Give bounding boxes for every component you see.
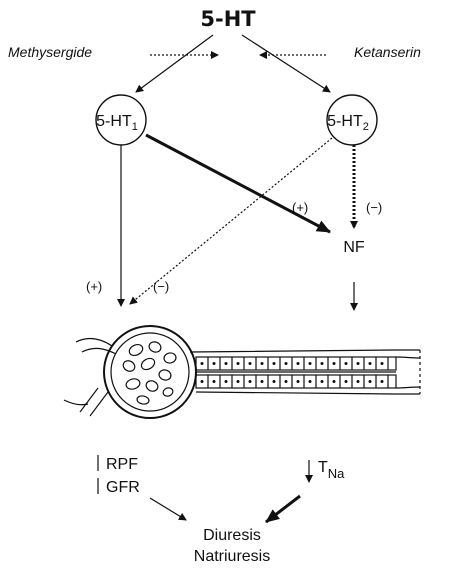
arrow-5ht-to-5ht1 — [136, 35, 213, 92]
nf-label: NF — [343, 239, 365, 256]
tubule-cell-nucleus — [333, 363, 335, 365]
tubule-cell-nucleus — [345, 381, 347, 383]
antagonist-methysergide: Methysergide — [8, 44, 92, 60]
tubule-cell-nucleus — [273, 363, 275, 365]
tubule-cell-nucleus — [345, 363, 347, 365]
tubule-cell-nucleus — [225, 381, 227, 383]
arrow-gfr-to-outcome — [150, 498, 186, 520]
tubule-cell-nucleus — [333, 381, 335, 383]
tubule-cell-nucleus — [213, 363, 215, 365]
arrow-5ht-to-5ht2 — [242, 35, 330, 92]
tubule-cell-nucleus — [249, 363, 251, 365]
tubule-cell-nucleus — [237, 363, 239, 365]
tubule-cell-nucleus — [237, 381, 239, 383]
tubule-cell-nucleus — [201, 381, 203, 383]
outcome-diuresis: Diuresis — [203, 527, 261, 544]
top-node-5ht: 5-HT — [200, 7, 256, 31]
tubule-cell-nucleus — [249, 381, 251, 383]
tubule-cell-nucleus — [321, 381, 323, 383]
tubule-cell-nucleus — [297, 381, 299, 383]
tubule-cell-nucleus — [273, 381, 275, 383]
sign-5ht1-to-nf: (+) — [292, 200, 308, 215]
tubule-cell-nucleus — [261, 381, 263, 383]
arrow-tna-to-outcome — [266, 496, 300, 522]
tubule-cell-nucleus — [369, 363, 371, 365]
tubule-cell-nucleus — [381, 381, 383, 383]
tubule-cell-nucleus — [321, 363, 323, 365]
antagonist-ketanserin: Ketanserin — [354, 44, 421, 60]
tubule-cell-nucleus — [381, 363, 383, 365]
tubule-cell-nucleus — [201, 363, 203, 365]
sign-left-minus: (−) — [153, 279, 169, 294]
gfr-label: GFR — [106, 479, 140, 496]
rpf-label: RPF — [106, 456, 138, 473]
tubule-cell-nucleus — [261, 363, 263, 365]
sign-left-plus: (+) — [86, 279, 102, 294]
nephron-illustration — [64, 326, 420, 418]
tubule-cell-nucleus — [309, 363, 311, 365]
receptor-5ht2-label: 5-HT2 — [327, 113, 369, 133]
tubule-cell-nucleus — [297, 363, 299, 365]
tubule-cell-nucleus — [357, 363, 359, 365]
tubule-cell-nucleus — [357, 381, 359, 383]
arrow-5ht1-to-nf — [146, 135, 330, 232]
receptor-5ht1-label: 5-HT1 — [96, 113, 138, 133]
tubule-cell-nucleus — [225, 363, 227, 365]
tubule-cell-nucleus — [213, 381, 215, 383]
tubule-cell-nucleus — [309, 381, 311, 383]
tubule-cell-nucleus — [285, 363, 287, 365]
outcome-natriuresis: Natriuresis — [194, 548, 270, 565]
sign-5ht2-to-nf: (−) — [366, 200, 382, 215]
tubule-cell-nucleus — [285, 381, 287, 383]
tna-label: TNa — [318, 459, 345, 481]
tubule-cell-nucleus — [369, 381, 371, 383]
